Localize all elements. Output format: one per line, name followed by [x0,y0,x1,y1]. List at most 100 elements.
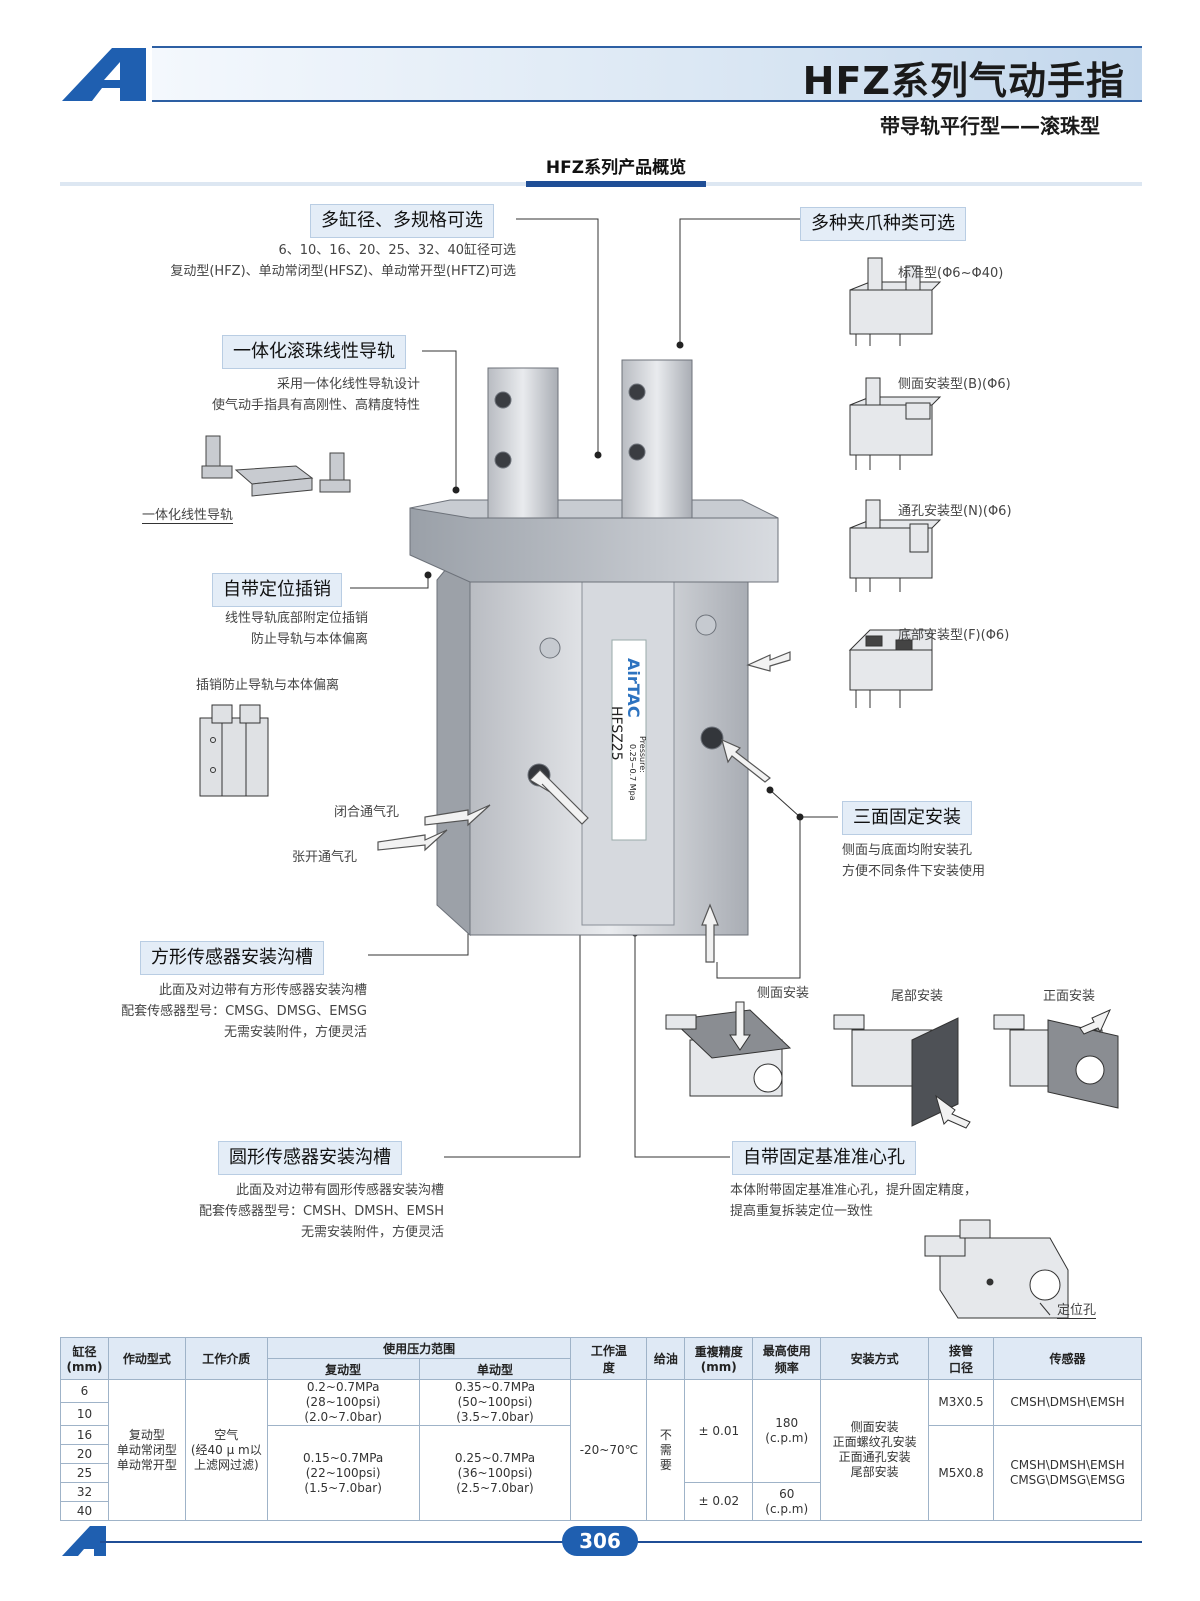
temp-cell: -20~70℃ [570,1379,648,1521]
desc-line: 线性导轨底部附定位插销 [224,611,368,626]
feature-round-groove-title: 圆形传感器安装沟槽 [218,1141,402,1175]
table-row: 40 [60,1501,1142,1521]
svg-text:Pressure:: Pressure: [638,736,647,773]
mount-cell: 侧面安装正面螺纹孔安装正面通孔安装尾部安装 [820,1379,930,1521]
th-single: 单动型 [418,1358,572,1380]
table-row: 10 [60,1402,1142,1426]
th-double: 复动型 [266,1358,420,1380]
feature-mount-title: 三面固定安装 [842,801,972,835]
th-port: 接管口径 [928,1337,994,1380]
th-oil: 给油 [646,1337,686,1380]
mounting-illustrations [665,1001,1119,1129]
desc-line: 6、10、16、20、25、32、40缸径可选 [278,243,516,258]
bore-cell: 25 [60,1463,109,1483]
th-type: 作动型式 [107,1337,186,1380]
bore-cell: 10 [60,1402,109,1426]
pin-illustration [199,704,269,797]
th-bore: 缸径(mm) [60,1337,109,1380]
main-gripper [409,359,779,937]
mount-view-front: 正面安装 [1043,989,1096,1004]
desc-line: 防止导轨与本体偏离 [250,632,368,647]
feature-sizes-desc: 6、10、16、20、25、32、40缸径可选 复动型(HFZ)、单动常闭型(H… [170,240,516,282]
feature-pin-title: 自带定位插销 [212,573,342,607]
port-cell-2: M5X0.8 [928,1425,994,1521]
page-title: HFZ系列气动手指 [802,59,1125,103]
th-sensor: 传感器 [992,1337,1143,1380]
illustrations: AirTAC HFSZ25 Pressure: 0.25~0.7 Mpa [199,218,1119,1319]
th-medium: 工作介质 [184,1337,268,1380]
desc-line: 方便不同条件下安装使用 [842,864,986,879]
page-number: 306 [562,1526,638,1556]
feature-datum-desc: 本体附带固定基准准心孔，提升固定精度， 提高重复拆装定位一致性 [730,1180,977,1222]
close-port-label: 闭合通气孔 [334,805,400,820]
feature-sizes-title: 多缸径、多规格可选 [310,204,494,238]
feature-rail-title: 一体化滚珠线性导轨 [222,335,406,369]
double-large-cell: 0.15~0.7MPa(22~100psi)(1.5~7.0bar) [266,1425,420,1521]
feature-datum-title: 自带固定基准准心孔 [732,1141,916,1175]
header-band [152,46,1142,102]
medium-cell: 空气(经40 μ m以上滤网过滤) [184,1379,268,1521]
type-cell: 复动型单动常闭型单动常开型 [107,1379,186,1521]
th-mount: 安装方式 [820,1337,930,1380]
pin-caption: 插销防止导轨与本体偏离 [196,678,340,693]
freq-cell-1: 180(c.p.m) [752,1379,822,1483]
datum-illustration [924,1219,1069,1319]
bore-cell: 32 [60,1482,109,1502]
svg-text:AirTAC: AirTAC [624,658,643,718]
port-cell-1: M3X0.5 [928,1379,994,1426]
feature-round-groove-desc: 此面及对边带有圆形传感器安装沟槽 配套传感器型号：CMSH、DMSH、EMSH … [199,1180,444,1243]
repeat-cell-1: ± 0.01 [684,1379,754,1483]
desc-line: 此面及对边带有圆形传感器安装沟槽 [235,1183,444,1198]
arrows [377,651,791,963]
single-small-cell: 0.35~0.7MPa(50~100psi)(3.5~7.0bar) [418,1379,572,1426]
section-title: HFZ系列产品概览 [545,158,687,178]
double-small-cell: 0.2~0.7MPa(28~100psi)(2.0~7.0bar) [266,1379,420,1426]
spec-table: 缸径(mm) 作动型式 工作介质 使用压力范围 工作温度 给油 重複精度(mm)… [60,1337,1143,1521]
th-repeat: 重複精度(mm) [684,1337,754,1380]
desc-line: 此面及对边带有方形传感器安装沟槽 [158,983,367,998]
th-temp: 工作温度 [570,1337,648,1380]
leader-dots [424,341,804,937]
section-rule-accent [526,181,706,187]
desc-line: 无需安装附件，方便灵活 [223,1025,367,1040]
mount-view-rear: 尾部安装 [891,989,944,1004]
sensor-cell-1: CMSH\DMSH\EMSH [992,1379,1143,1426]
open-port-label: 张开通气孔 [292,850,358,865]
logo-a-icon [62,48,146,101]
bore-cell: 40 [60,1501,109,1521]
desc-line: 提高重复拆装定位一致性 [730,1204,874,1219]
feature-square-groove-desc: 此面及对边带有方形传感器安装沟槽 配套传感器型号：CMSG、DMSG、EMSG … [121,980,367,1043]
desc-line: 使气动手指具有高刚性、高精度特性 [211,398,420,413]
feature-square-groove-title: 方形传感器安装沟槽 [140,941,324,975]
feature-rail-desc: 采用一体化线性导轨设计 使气动手指具有高刚性、高精度特性 [212,374,420,416]
th-pressure: 使用压力范围 [266,1337,572,1359]
table-row: 16 0.15~0.7MPa(22~100psi)(1.5~7.0bar) 0.… [60,1425,1143,1521]
desc-line: 无需安装附件，方便灵活 [300,1225,444,1240]
feature-pin-desc: 线性导轨底部附定位插销 防止导轨与本体偏离 [225,608,368,650]
jaw-type-standard: 标准型(Φ6~Φ40) [898,266,1004,281]
desc-line: 采用一体化线性导轨设计 [276,377,420,392]
desc-line: 配套传感器型号：CMSG、DMSG、EMSG [121,1004,367,1019]
datum-caption: 定位孔 [1057,1299,1097,1319]
table-row: 20 [60,1444,1142,1464]
mount-view-side: 侧面安装 [757,986,810,1001]
desc-line: 配套传感器型号：CMSH、DMSH、EMSH [198,1204,444,1219]
svg-text:HFSZ25: HFSZ25 [608,706,624,761]
product-label: AirTAC HFSZ25 Pressure: 0.25~0.7 Mpa [608,658,647,801]
bore-cell: 20 [60,1444,109,1464]
desc-line: 复动型(HFZ)、单动常闭型(HFSZ)、单动常开型(HFTZ)可选 [170,264,516,279]
jaw-type-bottom: 底部安装型(F)(Φ6) [898,628,1010,643]
th-freq: 最高使用频率 [752,1337,822,1380]
oil-cell: 不需要 [646,1379,686,1521]
svg-text:0.25~0.7 Mpa: 0.25~0.7 Mpa [628,744,637,801]
rail-illustration [201,435,351,497]
feature-mount-desc: 侧面与底面均附安装孔 方便不同条件下安装使用 [842,840,985,882]
table-row: 6 复动型单动常闭型单动常开型 空气(经40 μ m以上滤网过滤) 0.2~0.… [60,1379,1143,1521]
single-large-cell: 0.25~0.7MPa(36~100psi)(2.5~7.0bar) [418,1425,572,1521]
rail-caption: 一体化线性导轨 [142,504,234,524]
bore-cell: 6 [60,1379,109,1403]
table-row: 32 ± 0.02 60(c.p.m) [60,1482,1142,1521]
desc-line: 本体附带固定基准准心孔，提升固定精度， [730,1183,978,1198]
feature-jaws-title: 多种夹爪种类可选 [800,207,966,241]
